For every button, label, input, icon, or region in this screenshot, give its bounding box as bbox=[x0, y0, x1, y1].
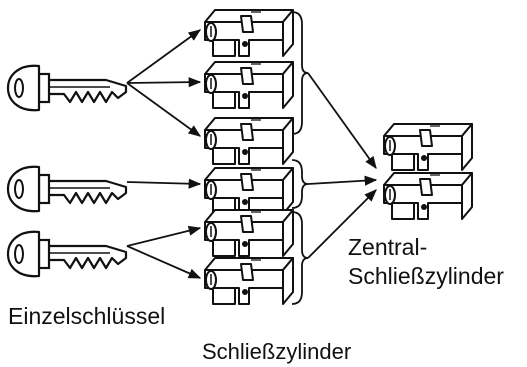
key-2-to-cylinder-4-arrow bbox=[126, 178, 202, 189]
brace-group-2 bbox=[291, 159, 309, 209]
group-2-to-central-arrow bbox=[307, 175, 378, 186]
group-3-to-central-arrow bbox=[307, 189, 377, 259]
lock-cylinder-2 bbox=[204, 61, 294, 109]
central-cylinder-1 bbox=[383, 123, 473, 171]
lock-cylinder-1 bbox=[204, 9, 294, 57]
brace-group-1 bbox=[291, 11, 309, 135]
key-3-to-cylinder-5-arrow bbox=[126, 225, 202, 247]
key-1-to-cylinder-3-arrow bbox=[126, 82, 202, 137]
key-3 bbox=[6, 230, 128, 278]
group-1-to-central-arrow bbox=[307, 72, 377, 170]
key-1-to-cylinder-1-arrow bbox=[126, 29, 202, 84]
lock-cylinder-5 bbox=[204, 209, 294, 257]
lock-cylinder-3 bbox=[204, 117, 294, 165]
key-1 bbox=[6, 64, 128, 112]
central-label-line-2: Schließzylinder bbox=[348, 263, 504, 290]
lock-cylinders-label: Schließzylinder bbox=[202, 339, 352, 364]
central-cylinder-2 bbox=[383, 172, 473, 220]
key-3-to-cylinder-6-arrow bbox=[126, 245, 202, 279]
brace-group-3 bbox=[291, 211, 309, 305]
single-keys-label: Einzelschlüssel bbox=[8, 303, 166, 329]
lock-cylinder-4 bbox=[204, 167, 294, 215]
central-lock-cylinder-label: Zentral- Schließzylinder bbox=[348, 233, 504, 291]
key-1-to-cylinder-2-arrow bbox=[126, 77, 202, 88]
central-label-line-1: Zentral- bbox=[348, 234, 428, 260]
key-2 bbox=[6, 165, 128, 213]
lock-cylinder-6 bbox=[204, 257, 294, 305]
